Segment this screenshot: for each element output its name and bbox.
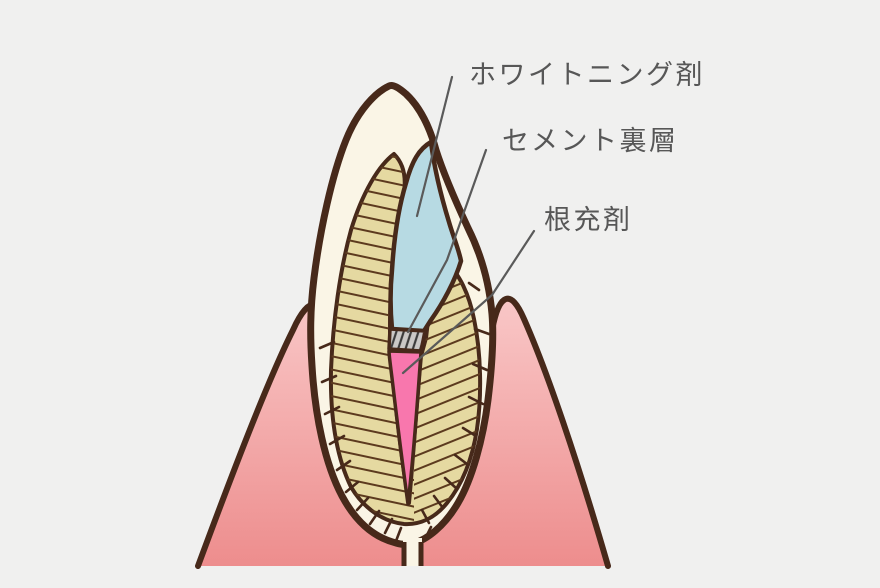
leader-lines (401, 75, 536, 375)
periodontal-ligament-ticks (318, 281, 491, 543)
root-canal-stem-outline (401, 542, 424, 566)
leader-line-whitening (415, 75, 454, 218)
leader-line-root-fill (401, 229, 536, 375)
label-cement-lining: セメント裏層 (502, 126, 679, 156)
label-root-filling: 根充剤 (544, 205, 633, 235)
whitening-agent-region (388, 139, 464, 334)
root-filling-region (387, 349, 423, 506)
gum-outline-right (488, 295, 611, 569)
root-canal-stem (403, 538, 422, 566)
label-whitening-agent: ホワイトニング剤 (469, 60, 705, 90)
leader-line-cement (406, 148, 488, 334)
